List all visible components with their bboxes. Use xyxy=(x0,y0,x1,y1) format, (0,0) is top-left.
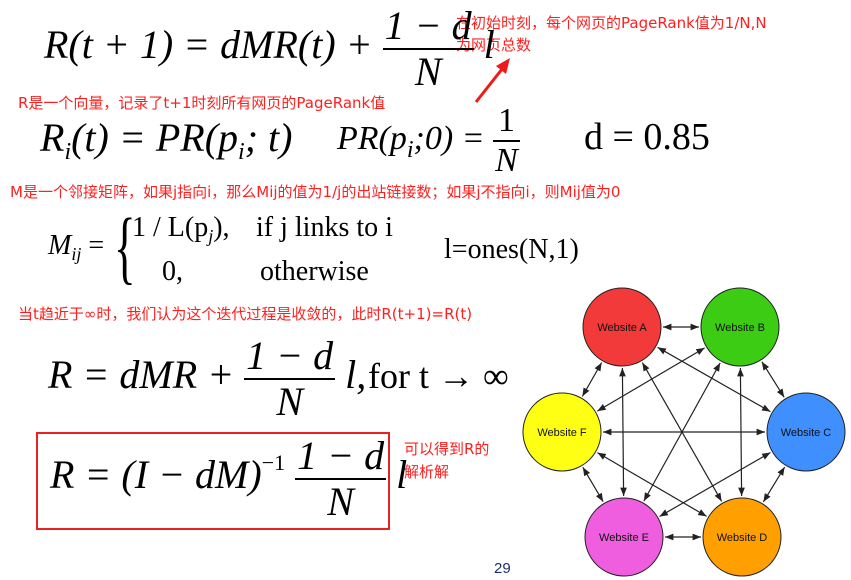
matrix-case2-condition: otherwise xyxy=(260,256,369,287)
website-node-circle xyxy=(584,497,664,577)
website-node-d: Website D xyxy=(702,497,782,577)
fraction-denominator: N xyxy=(414,49,442,94)
fraction-numerator: 1 − d xyxy=(295,433,387,480)
component-subscript: i xyxy=(64,139,72,165)
case1-close: ), xyxy=(213,212,230,243)
website-node-circle xyxy=(522,392,602,472)
matrix-m: M xyxy=(48,230,72,261)
component-middle: (t) = PR(p xyxy=(71,115,239,160)
matrix-subscript: ij xyxy=(71,244,82,264)
fraction-denominator: N xyxy=(276,379,304,424)
case1-subscript: j xyxy=(208,226,214,246)
matrix-case1-value: 1 / L(pj), xyxy=(132,212,230,246)
website-node-circle xyxy=(582,287,662,367)
link-B-F xyxy=(597,347,705,412)
link-A-F xyxy=(581,362,603,397)
update-rule-formula: R(t + 1) = dMR(t) + 1 − d N l xyxy=(44,6,495,92)
component-subscript-2: i xyxy=(238,139,245,165)
website-node-label: Website F xyxy=(537,427,587,439)
case1-value: 1 / L(p xyxy=(132,212,209,243)
fraction-numerator: 1 − d xyxy=(244,333,336,380)
solution-tail: l xyxy=(396,452,408,498)
ones-vector-formula: l=ones(N,1) xyxy=(444,234,579,265)
solution-box xyxy=(36,432,390,530)
solution-exponent: −1 xyxy=(261,450,286,476)
component-tail: ; t) xyxy=(244,115,293,160)
website-node-label: Website C xyxy=(781,427,832,439)
update-rule-tail: l xyxy=(483,22,495,68)
update-rule-fraction: 1 − d N xyxy=(382,3,474,94)
component-formula: Ri(t) = PR(pi; t) xyxy=(40,115,293,165)
matrix-case1-condition: if j links to i xyxy=(256,212,393,243)
component-r: R xyxy=(40,115,65,160)
website-node-circle xyxy=(766,392,846,472)
matrix-equals: = xyxy=(88,230,105,261)
r-vector-note: R是一个向量，记录了t+1时刻所有网页的PageRank值 xyxy=(18,94,386,112)
link-C-D xyxy=(762,466,786,503)
fraction-numerator: 1 xyxy=(493,104,520,142)
solution-formula: R = (I − dM)−1 1 − d N l xyxy=(50,436,407,522)
initial-fraction: 1 N xyxy=(493,104,520,178)
pointer-arrow xyxy=(474,58,510,103)
website-node-c: Website C xyxy=(766,392,846,472)
website-node-label: Website D xyxy=(717,532,768,544)
m-matrix-note: M是一个邻接矩阵，如果j指向i，那么Mij的值为1/j的出站链接数；如果j不指向… xyxy=(10,183,621,201)
initial-value-formula: PR(pi;0) = 1 N xyxy=(337,104,520,178)
update-rule-lhs: R(t + 1) = dMR(t) + xyxy=(44,22,373,68)
matrix-lhs: Mij = xyxy=(48,230,105,264)
damping-formula: d = 0.85 xyxy=(584,116,710,158)
website-node-label: Website A xyxy=(597,322,647,334)
page-number: 29 xyxy=(494,560,511,577)
website-node-b: Website B xyxy=(700,287,780,367)
fraction-numerator: 1 − d xyxy=(382,3,474,50)
link-E-F xyxy=(582,466,604,503)
fraction-denominator: N xyxy=(327,479,354,524)
website-node-e: Website E xyxy=(584,497,664,577)
limit-fraction: 1 − d N xyxy=(244,333,336,424)
initial-lhs-tail: ;0) = xyxy=(413,119,485,157)
fraction-denominator: N xyxy=(495,142,518,179)
website-node-a: Website A xyxy=(582,287,662,367)
limit-condition: for t → ∞ xyxy=(368,356,509,396)
website-node-circle xyxy=(702,497,782,577)
graph-edges xyxy=(581,323,786,541)
limit-tail: l, xyxy=(345,352,367,398)
solution-lhs: R = (I − dM) xyxy=(50,452,262,498)
website-node-f: Website F xyxy=(522,392,602,472)
initial-value-note-line1: 在初始时刻，每个网页的PageRank值为1/N,N xyxy=(456,14,767,32)
website-node-label: Website B xyxy=(715,322,765,334)
matrix-brace: { xyxy=(114,201,136,292)
solution-fraction: 1 − d N xyxy=(295,433,387,524)
initial-lhs: PR(p xyxy=(337,119,407,157)
link-B-C xyxy=(761,361,785,398)
link-D-F xyxy=(597,452,707,517)
analytic-note-line2: 解析解 xyxy=(404,463,450,481)
matrix-case2-value: 0, xyxy=(162,256,183,287)
website-node-circle xyxy=(700,287,780,367)
initial-subscript: i xyxy=(406,136,414,163)
limit-lhs: R = dMR + xyxy=(48,352,235,398)
limit-formula: R = dMR + 1 − d N l, xyxy=(48,336,366,422)
website-node-label: Website E xyxy=(599,532,649,544)
initial-value-note-line2: 为网页总数 xyxy=(456,36,532,54)
graph-nodes: Website A Website B Website C Website D Webs… xyxy=(522,287,846,577)
convergence-note: 当t趋近于∞时，我们认为这个迭代过程是收敛的，此时R(t+1)=R(t) xyxy=(18,305,473,323)
analytic-note-line1: 可以得到R的 xyxy=(404,440,490,458)
